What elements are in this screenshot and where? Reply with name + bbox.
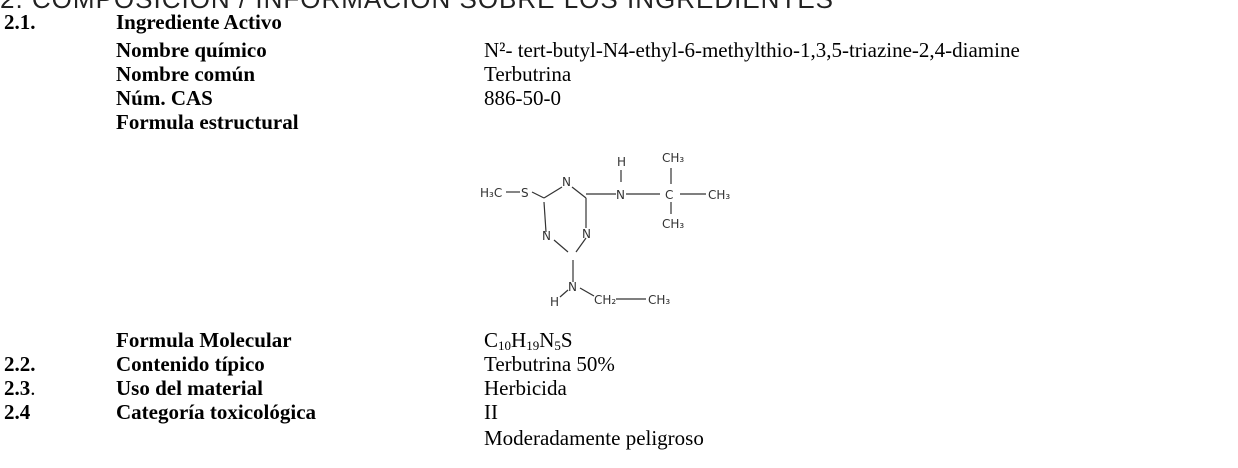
atom-ch3-right: CH₃	[708, 188, 730, 202]
label-formula-estructural: Formula estructural	[116, 110, 299, 134]
label-uso-del-material: Uso del material	[116, 376, 263, 400]
section-number-2-4: 2.4	[4, 400, 31, 424]
formula-c-count: 10	[498, 338, 512, 353]
atom-h-bottom: H	[550, 295, 559, 309]
value-contenido-tipico: Terbutrina 50%	[484, 352, 615, 376]
value-uso-del-material: Herbicida	[484, 376, 567, 400]
section-number-2-3-dot: .	[30, 376, 36, 400]
atom-ch2: CH₂	[594, 293, 616, 307]
formula-c: C	[484, 328, 499, 352]
formula-h-count: 19	[526, 338, 540, 353]
atom-n-left: N	[542, 229, 551, 243]
formula-s: S	[560, 328, 573, 352]
value-nombre-comun: Terbutrina	[484, 62, 572, 86]
atom-ch3-top: CH₃	[662, 151, 684, 165]
value-nombre-quimico: N²- tert-butyl-N4-ethyl-6-methylthio-1,3…	[484, 38, 1020, 62]
atom-h-top: H	[617, 155, 626, 169]
value-categoria-toxicologica: II	[484, 400, 498, 424]
value-categoria-descripcion: Moderadamente peligroso	[484, 426, 704, 450]
value-formula-molecular: C10H19N5S	[484, 328, 573, 353]
formula-n: N	[539, 328, 555, 352]
label-contenido-tipico: Contenido típico	[116, 352, 265, 376]
label-num-cas: Núm. CAS	[116, 86, 213, 110]
label-nombre-quimico: Nombre químico	[116, 38, 267, 62]
formula-n-count: 5	[554, 338, 561, 353]
page-header-text: 2. COMPOSICIÓN / INFORMACIÓN SOBRE LOS I…	[0, 0, 834, 10]
formula-h: H	[511, 328, 527, 352]
structural-formula-diagram: H₃C S N N N N H C CH₃ CH₃ CH₃ N H CH₂ CH…	[480, 151, 730, 309]
page-header-partial: 2. COMPOSICIÓN / INFORMACIÓN SOBRE LOS I…	[0, 0, 1238, 10]
section-number-2-2: 2.2.	[4, 352, 36, 376]
atom-s: S	[521, 186, 529, 200]
section-number-2-3-text: 2.3	[4, 376, 31, 400]
value-num-cas: 886-50-0	[484, 86, 561, 110]
label-formula-molecular: Formula Molecular	[116, 328, 292, 352]
atom-n-amine-bottom: N	[568, 280, 577, 294]
section-number-2-1: 2.1.	[4, 10, 36, 34]
label-nombre-comun: Nombre común	[116, 62, 256, 86]
section-title-ingrediente-activo: Ingrediente Activo	[116, 10, 282, 34]
atom-h3c: H₃C	[480, 186, 502, 200]
structure-bonds	[506, 168, 706, 300]
atom-ch3-ethyl: CH₃	[648, 293, 670, 307]
atom-ch3-bottom: CH₃	[662, 217, 684, 231]
atom-n-amine-top: N	[616, 188, 625, 202]
label-categoria-toxicologica: Categoría toxicológica	[116, 400, 317, 424]
atom-c-quat: C	[665, 188, 673, 202]
atom-n-top: N	[562, 175, 571, 189]
atom-n-right: N	[582, 227, 591, 241]
section-number-2-3: 2.3.	[4, 378, 36, 399]
